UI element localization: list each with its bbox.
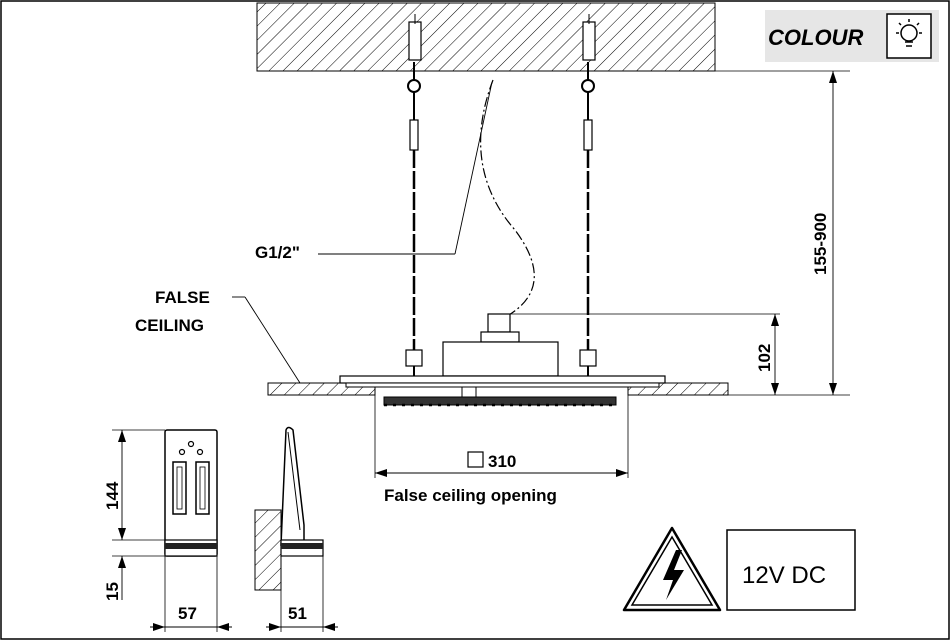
opening-value: 310 [488, 452, 516, 471]
power-label-box: 12V DC [726, 529, 856, 611]
colour-label: COLOUR [768, 25, 863, 50]
control-depth-value: 51 [288, 604, 307, 623]
height-range-dimension: 155-900 [811, 71, 837, 395]
light-bulb-icon [886, 13, 932, 59]
control-unit-front [164, 429, 218, 557]
power-label: 12V DC [742, 562, 826, 589]
head-height-value: 102 [755, 344, 774, 372]
thread-label-group: G1/2" [255, 81, 493, 262]
ceiling-slab [256, 2, 716, 72]
false-ceiling-label-group: FALSE CEILING [135, 288, 301, 384]
opening-caption: False ceiling opening [384, 486, 557, 505]
high-voltage-warning-icon [622, 526, 722, 612]
control-unit-side [254, 426, 324, 591]
false-ceiling-label-line2: CEILING [135, 316, 204, 335]
control-width-value: 57 [178, 604, 197, 623]
colour-badge: COLOUR [765, 10, 939, 62]
water-hose [480, 79, 535, 321]
control-depth-dimension: 51 [266, 556, 338, 632]
suspension-rod-left [405, 14, 423, 378]
suspension-rod-right [579, 14, 597, 378]
head-height-dimension: 102 [755, 314, 779, 395]
opening-dimension: 310 False ceiling opening [374, 395, 629, 505]
control-height-dimension: 144 [103, 429, 165, 557]
control-height-value: 144 [103, 481, 122, 510]
shower-head [339, 313, 780, 407]
control-width-dimension: 57 [150, 556, 232, 632]
false-ceiling-label-line1: FALSE [155, 288, 210, 307]
square-symbol-icon [467, 451, 484, 468]
control-base-value: 15 [103, 582, 122, 601]
thread-label: G1/2" [255, 243, 300, 262]
control-base-dimension: 15 [103, 556, 126, 601]
height-range-value: 155-900 [811, 213, 830, 275]
